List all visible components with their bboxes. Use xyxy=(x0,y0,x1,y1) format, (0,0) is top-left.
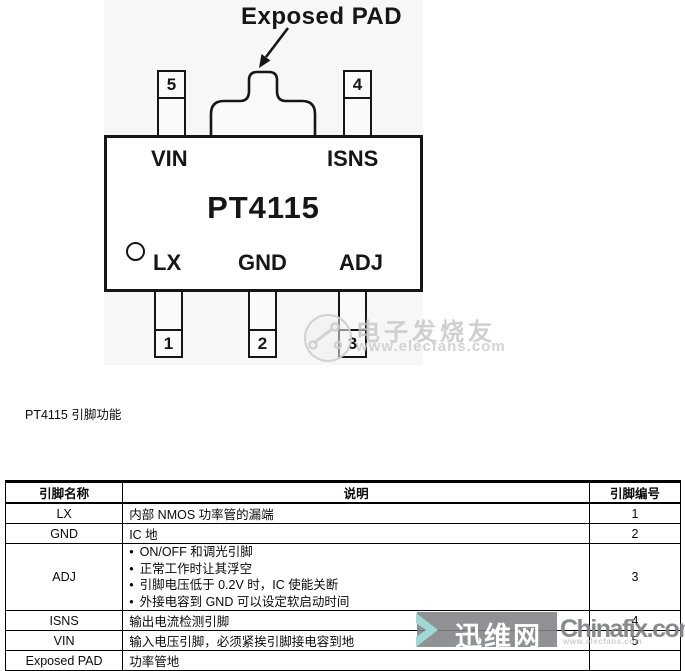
chevron-right-icon xyxy=(416,613,438,647)
table-row-exposed-pad: Exposed PAD 功率管地 xyxy=(4,650,681,671)
cell-pin xyxy=(589,650,681,671)
bullet-text: 外接电容到 GND 可以设定软启动时间 xyxy=(139,594,350,609)
chip-name: PT4115 xyxy=(207,190,320,225)
cell-pin: 2 xyxy=(589,523,681,544)
chip-pin-label-isns: ISNS xyxy=(327,146,379,171)
bullet-item: • ON/OFF 和调光引脚 xyxy=(129,544,587,561)
chip-pin-label-gnd: GND xyxy=(238,250,287,275)
table-header-row: 引脚名称 说明 引脚编号 xyxy=(4,481,681,504)
header-description: 说明 xyxy=(122,481,591,504)
exposed-pad-shape xyxy=(209,70,317,138)
pin-1: 1 xyxy=(154,290,183,358)
bullet-icon: • xyxy=(129,545,134,559)
elecfans-watermark-url: www.elecfans.com xyxy=(356,338,506,355)
bullet-icon: • xyxy=(129,578,134,592)
table-row-adj: ADJ • ON/OFF 和调光引脚 • 正常工作时让其浮空 • 引脚电压低于 0.2… xyxy=(4,543,681,611)
pin-1-number: 1 xyxy=(156,329,181,356)
chinafix-domain: Chinafix.com xyxy=(560,615,685,643)
chip-pin-label-adj: ADJ xyxy=(339,250,384,275)
elecfans-watermark-text: 电子发烧友 xyxy=(356,319,496,346)
header-pin-number: 引脚编号 xyxy=(589,481,681,504)
header-pin-name: 引脚名称 xyxy=(4,481,124,504)
pin-4-number: 4 xyxy=(345,72,370,99)
bullet-text: 引脚电压低于 0.2V 时，IC 使能关断 xyxy=(139,578,339,592)
chinafix-site-name: 迅维网 xyxy=(455,622,542,652)
cell-desc: • ON/OFF 和调光引脚 • 正常工作时让其浮空 • 引脚电压低于 0.2V 时，… xyxy=(122,543,591,611)
pin-5: 5 xyxy=(157,70,186,137)
table-row-gnd: GND IC 地 2 xyxy=(4,523,681,544)
cell-name: GND xyxy=(4,523,124,544)
cell-name: Exposed PAD xyxy=(4,650,124,671)
cell-name: LX xyxy=(4,502,124,524)
cell-name: ADJ xyxy=(4,543,124,611)
chip-pin-label-lx: LX xyxy=(153,250,182,275)
pin-3-number: 3 xyxy=(340,329,365,356)
bullet-item: • 正常工作时让其浮空 xyxy=(129,561,587,578)
table-row-lx: LX 内部 NMOS 功率管的漏端 1 xyxy=(4,502,681,524)
chinafix-ghost-url: www.elecfans.com xyxy=(563,637,643,646)
bullet-text: ON/OFF 和调光引脚 xyxy=(139,545,253,559)
exposed-pad-label: Exposed PAD xyxy=(241,3,403,30)
bullet-item: • 外接电容到 GND 可以设定软启动时间 xyxy=(129,594,587,611)
bullet-item: • 引脚电压低于 0.2V 时，IC 使能关断 xyxy=(129,577,587,594)
pin-2: 2 xyxy=(248,290,277,358)
pin-4: 4 xyxy=(343,70,372,137)
pin-5-number: 5 xyxy=(159,72,184,99)
cell-pin: 3 xyxy=(589,543,681,611)
bullet-icon: • xyxy=(129,561,134,576)
chinafix-watermark-box xyxy=(417,612,557,647)
chip-pin-label-vin: VIN xyxy=(151,146,188,171)
elecfans-logo-icon xyxy=(304,314,352,362)
cell-desc: 内部 NMOS 功率管的漏端 xyxy=(122,502,591,524)
cell-name: VIN xyxy=(4,630,124,651)
table-caption: PT4115 引脚功能 xyxy=(25,408,122,422)
pin-1-indicator-dot xyxy=(126,242,145,261)
bullet-text: 正常工作时让其浮空 xyxy=(139,561,253,576)
pin-2-number: 2 xyxy=(250,329,275,356)
down-arrow-icon xyxy=(259,27,290,68)
chip-body: VIN ISNS PT4115 LX GND ADJ xyxy=(104,135,423,292)
cell-desc: IC 地 xyxy=(122,523,591,544)
cell-pin: 1 xyxy=(589,502,681,524)
chinafix-watermark: 迅维网 Chinafix.com www.elecfans.com xyxy=(415,608,685,652)
bullet-icon: • xyxy=(129,594,134,609)
cell-name: ISNS xyxy=(4,610,124,631)
